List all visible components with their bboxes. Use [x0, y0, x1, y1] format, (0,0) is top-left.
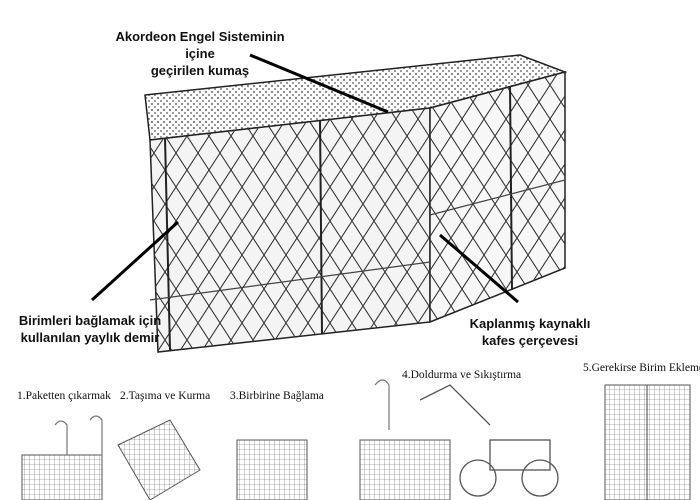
callout-fabric: Akordeon Engel Sisteminin içine geçirile… — [105, 28, 295, 79]
step-4-label: 4.Doldurma ve Sıkıştırma — [402, 369, 522, 381]
step-5-label: 5.Gerekirse Birim Ekleme — [583, 362, 700, 374]
callout-rod-line2: kullanılan yaylık demir — [20, 330, 160, 345]
leader-lines — [90, 53, 519, 304]
callout-rod: Birimleri bağlamak için kullanılan yaylı… — [5, 312, 175, 346]
step-1-label: 1.Paketten çıkarmak — [17, 390, 111, 402]
callout-frame: Kaplanmış kaynaklı kafes çerçevesi — [455, 315, 605, 349]
callout-frame-line1: Kaplanmış kaynaklı — [469, 316, 591, 331]
step-sketches — [21, 379, 691, 500]
gabion-box-sketch — [144, 54, 568, 353]
step-3-label: 3.Birbirine Bağlama — [230, 390, 324, 402]
callout-fabric-line1: Akordeon Engel Sisteminin içine — [115, 29, 285, 61]
callout-frame-line2: kafes çerçevesi — [481, 333, 579, 348]
step-2-label: 2.Taşıma ve Kurma — [120, 390, 211, 402]
callout-rod-line1: Birimleri bağlamak için — [18, 313, 162, 328]
callout-fabric-line2: geçirilen kumaş — [150, 63, 250, 78]
